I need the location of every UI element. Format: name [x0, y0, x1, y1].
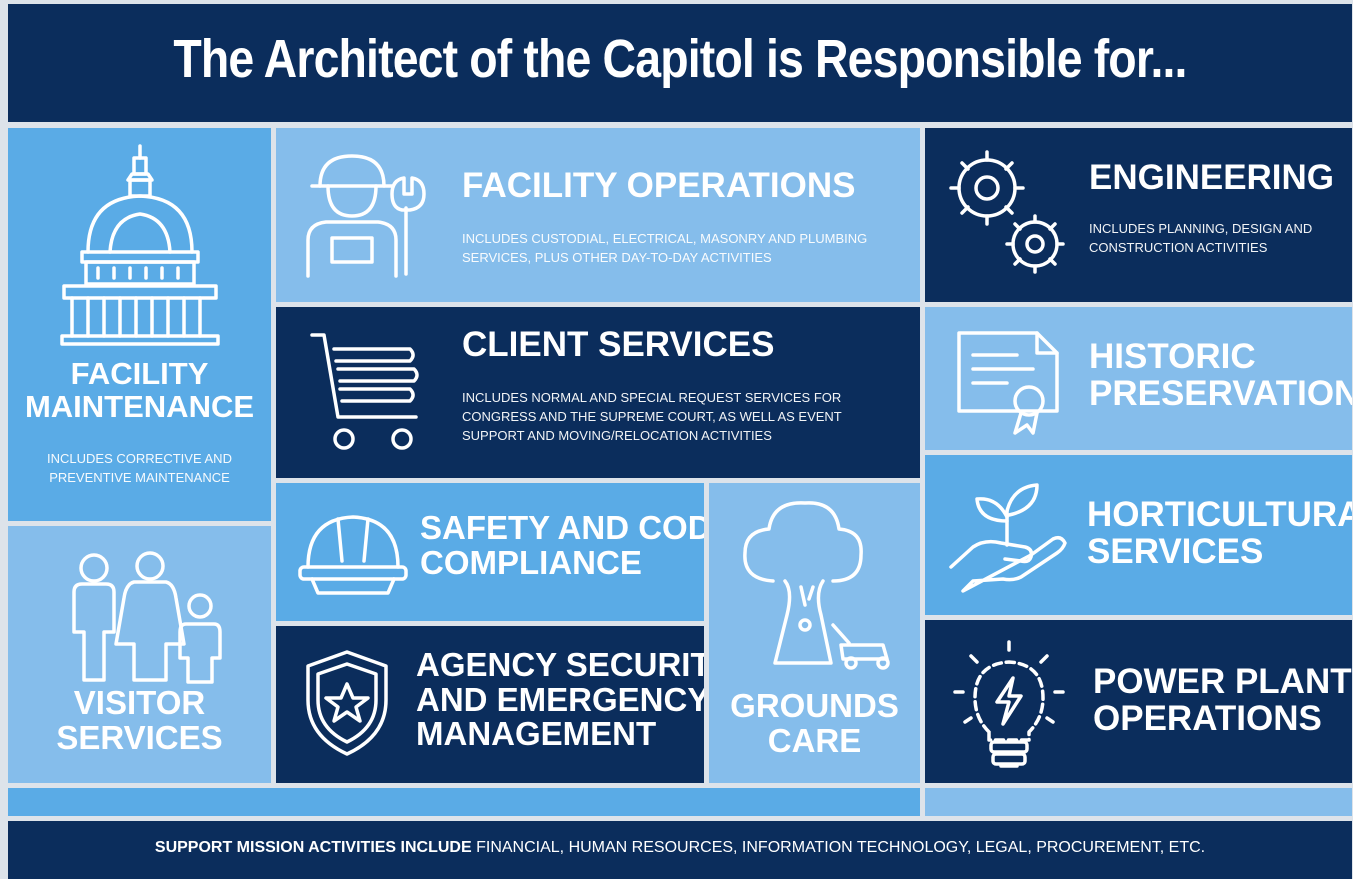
- bottom-strip-left: [8, 788, 920, 816]
- client-services-description: INCLUDES NORMAL AND SPECIAL REQUEST SERV…: [462, 389, 842, 446]
- heading-line: SERVICES: [1087, 531, 1264, 571]
- heading-line: AND EMERGENCY: [416, 680, 704, 718]
- facility-maintenance-heading: FACILITY MAINTENANCE: [8, 356, 271, 424]
- facility-operations-heading: FACILITY OPERATIONS: [462, 166, 856, 205]
- engineering-heading: ENGINEERING: [1089, 158, 1335, 197]
- tile-historic-preservation: HISTORIC PRESERVATION: [925, 307, 1352, 450]
- horticultural-services-heading: HORTICULTURAL SERVICES: [1087, 495, 1352, 571]
- facility-operations-description: INCLUDES CUSTODIAL, ELECTRICAL, MASONRY …: [462, 230, 867, 268]
- description-line: SUPPORT AND MOVING/RELOCATION ACTIVITIES: [462, 427, 772, 443]
- engineering-description: INCLUDES PLANNING, DESIGN AND CONSTRUCTI…: [1089, 220, 1312, 258]
- tree-mower-icon: [743, 501, 890, 670]
- heading-line: HISTORIC: [1089, 337, 1256, 376]
- bottom-strip-right: [925, 788, 1352, 816]
- heading-line: CARE: [767, 721, 862, 759]
- title-bar: The Architect of the Capitol is Responsi…: [8, 4, 1352, 122]
- agency-security-heading: AGENCY SECURITY AND EMERGENCY MANAGEMENT: [416, 646, 704, 753]
- tile-facility-maintenance: FACILITY MAINTENANCE INCLUDES CORRECTIVE…: [8, 128, 271, 521]
- lightbulb-icon: [953, 640, 1065, 768]
- tile-engineering: ENGINEERING INCLUDES PLANNING, DESIGN AN…: [925, 128, 1352, 302]
- heading-line: COMPLIANCE: [420, 543, 642, 581]
- certificate-icon: [957, 331, 1059, 435]
- hard-hat-icon: [298, 515, 408, 595]
- heading-line: PRESERVATION: [1089, 373, 1352, 413]
- footer-bold-label: SUPPORT MISSION ACTIVITIES INCLUDE: [154, 839, 472, 856]
- heading-line: SERVICES: [56, 718, 223, 756]
- description-line: PREVENTIVE MAINTENANCE: [49, 469, 230, 485]
- description-line: CONSTRUCTION ACTIVITIES: [1089, 239, 1268, 255]
- heading-line: MAINTENANCE: [24, 388, 255, 424]
- grounds-care-heading: GROUNDS CARE: [709, 687, 920, 759]
- heading-line: FACILITY: [70, 356, 209, 391]
- description-line: SERVICES, PLUS OTHER DAY-TO-DAY ACTIVITI…: [462, 249, 772, 265]
- tile-facility-operations: FACILITY OPERATIONS INCLUDES CUSTODIAL, …: [276, 128, 920, 302]
- heading-line: GROUNDS: [730, 687, 899, 724]
- tile-safety-code-compliance: SAFETY AND CODE COMPLIANCE: [276, 483, 704, 621]
- safety-heading: SAFETY AND CODE COMPLIANCE: [420, 509, 704, 581]
- shield-star-icon: [306, 650, 388, 756]
- worker-wrench-icon: [306, 154, 426, 278]
- heading-line: OPERATIONS: [1093, 698, 1322, 738]
- heading-line: POWER PLANT: [1093, 662, 1352, 701]
- description-line: CONGRESS AND THE SUPREME COURT, AS WELL …: [462, 408, 842, 424]
- heading-line: VISITOR: [73, 684, 206, 721]
- footer-activities: FINANCIAL, HUMAN RESOURCES, INFORMATION …: [476, 839, 1206, 856]
- heading-line: SAFETY AND CODE: [420, 509, 704, 546]
- cart-icon: [310, 333, 419, 450]
- description-line: INCLUDES NORMAL AND SPECIAL REQUEST SERV…: [462, 390, 842, 405]
- description-line: INCLUDES PLANNING, DESIGN AND: [1089, 221, 1313, 236]
- heading-line: MANAGEMENT: [416, 715, 657, 753]
- tile-client-services: CLIENT SERVICES INCLUDES NORMAL AND SPEC…: [276, 307, 920, 478]
- historic-preservation-heading: HISTORIC PRESERVATION: [1089, 337, 1352, 413]
- tile-power-plant-operations: POWER PLANT OPERATIONS: [925, 620, 1352, 783]
- visitor-services-heading: VISITOR SERVICES: [8, 684, 271, 756]
- page-title: The Architect of the Capitol is Responsi…: [173, 29, 1187, 89]
- gears-icon: [949, 150, 1065, 274]
- footer-bar: SUPPORT MISSION ACTIVITIES INCLUDE FINAN…: [8, 821, 1352, 879]
- client-services-heading: CLIENT SERVICES: [462, 325, 775, 364]
- description-line: INCLUDES CORRECTIVE AND: [47, 451, 232, 466]
- capitol-dome-icon: [60, 144, 220, 346]
- facility-maintenance-description: INCLUDES CORRECTIVE AND PREVENTIVE MAINT…: [8, 450, 271, 488]
- tile-agency-security: AGENCY SECURITY AND EMERGENCY MANAGEMENT: [276, 626, 704, 783]
- heading-line: AGENCY SECURITY: [416, 646, 704, 683]
- footer-text: SUPPORT MISSION ACTIVITIES INCLUDE FINAN…: [8, 839, 1352, 857]
- heading-line: HORTICULTURAL: [1087, 495, 1352, 534]
- tile-visitor-services: VISITOR SERVICES: [8, 526, 271, 783]
- description-line: INCLUDES CUSTODIAL, ELECTRICAL, MASONRY …: [462, 231, 868, 246]
- tile-grounds-care: GROUNDS CARE: [709, 483, 920, 783]
- family-icon: [72, 551, 222, 684]
- tile-horticultural-services: HORTICULTURAL SERVICES: [925, 455, 1352, 615]
- power-plant-heading: POWER PLANT OPERATIONS: [1093, 662, 1352, 738]
- hand-sprout-icon: [949, 483, 1067, 593]
